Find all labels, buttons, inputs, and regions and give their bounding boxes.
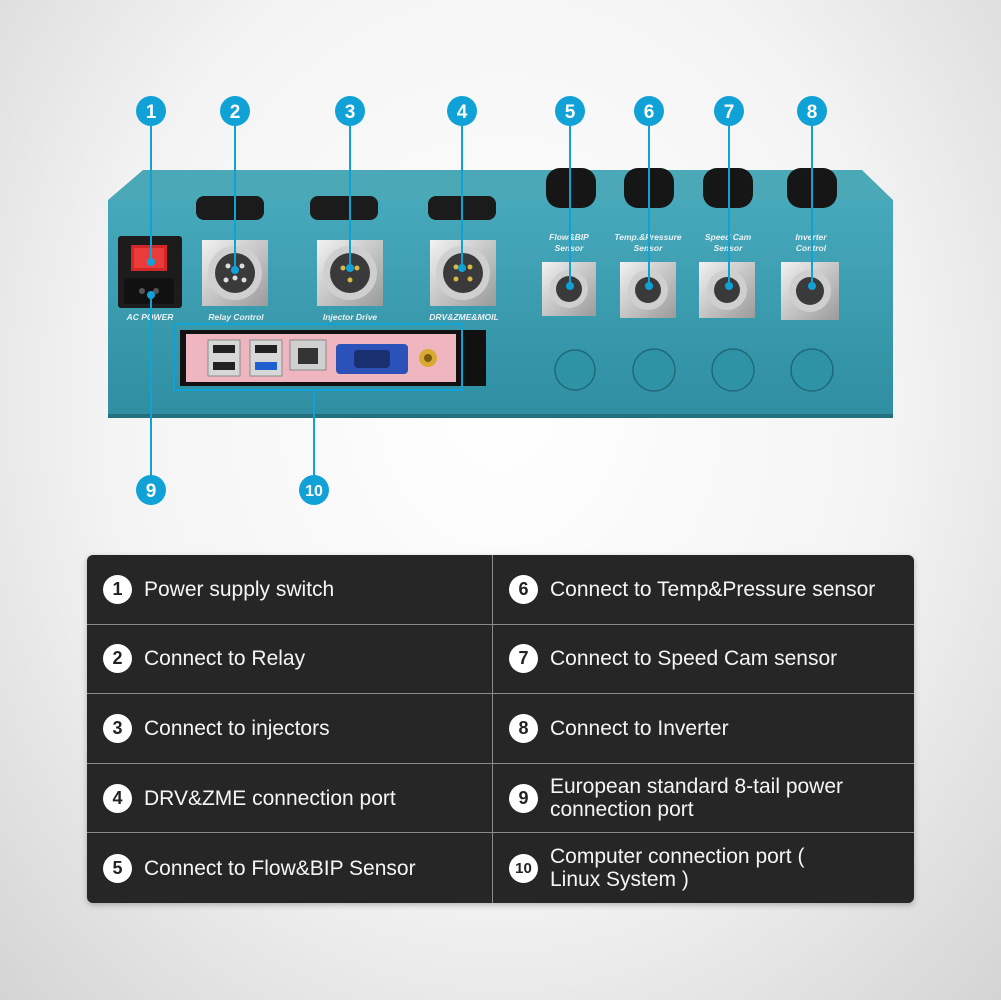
callout-dots <box>147 258 816 299</box>
blank-holes <box>554 348 834 392</box>
legend-text: Connect to Temp&Pressure sensor <box>550 577 876 601</box>
drv-connector <box>428 196 496 306</box>
legend-number-badge: 10 <box>509 853 538 883</box>
svg-text:9: 9 <box>146 481 157 502</box>
relay-label: Relay Control <box>208 312 264 322</box>
svg-text:6: 6 <box>644 102 655 123</box>
legend-number-badge: 6 <box>509 574 538 604</box>
callout-3: 3 <box>335 96 365 126</box>
svg-text:8: 8 <box>807 102 818 123</box>
callout-2: 2 <box>220 96 250 126</box>
legend-text: Computer connection port ( Linux System … <box>550 845 805 892</box>
legend-number-badge: 3 <box>103 713 132 743</box>
legend-row: 8 Connect to Inverter <box>493 694 914 764</box>
legend-table: 1 Power supply switch 6 Connect to Temp&… <box>87 555 914 903</box>
ac-power-switch <box>118 236 182 308</box>
legend-text: European standard 8-tail power connectio… <box>550 775 844 822</box>
svg-text:7: 7 <box>724 102 735 123</box>
legend-row: 1 Power supply switch <box>87 555 493 625</box>
callout-6: 6 <box>634 96 664 126</box>
callout-8: 8 <box>797 96 827 126</box>
callout-4: 4 <box>447 96 477 126</box>
device-top-face <box>108 170 893 200</box>
io-highlight-box <box>173 323 463 391</box>
legend-row: 6 Connect to Temp&Pressure sensor <box>493 555 914 625</box>
svg-text:3: 3 <box>345 102 356 123</box>
device-rear-panel: AC POWER Relay Control Injector Drive DR… <box>108 96 893 505</box>
legend-text: Power supply switch <box>144 577 335 601</box>
legend-row: 7 Connect to Speed Cam sensor <box>493 625 914 695</box>
legend-text: Connect to injectors <box>144 716 330 740</box>
legend-text: Connect to Inverter <box>550 716 729 740</box>
legend-number-badge: 9 <box>509 783 538 813</box>
callout-7: 7 <box>714 96 744 126</box>
legend-number-badge: 2 <box>103 644 132 674</box>
legend-text: Connect to Flow&BIP Sensor <box>144 856 416 880</box>
legend-row: 4 DRV&ZME connection port <box>87 763 493 834</box>
callout-lines <box>150 126 813 478</box>
legend-row: 9 European standard 8-tail power connect… <box>493 764 914 834</box>
svg-text:2: 2 <box>230 102 241 123</box>
legend-text: DRV&ZME connection port <box>144 786 396 810</box>
ac-power-label: AC POWER <box>126 312 175 322</box>
legend-number-badge: 1 <box>103 574 132 604</box>
callout-1: 1 <box>136 96 166 126</box>
svg-text:5: 5 <box>565 102 576 123</box>
legend-number-badge: 5 <box>103 853 132 883</box>
legend-number-badge: 7 <box>509 644 538 674</box>
relay-connector <box>196 196 268 306</box>
callout-5: 5 <box>555 96 585 126</box>
svg-text:1: 1 <box>146 102 157 123</box>
inverter-connector <box>781 168 839 320</box>
legend-text: Connect to Relay <box>144 647 306 671</box>
legend-row: 3 Connect to injectors <box>87 694 493 764</box>
svg-text:4: 4 <box>457 102 468 123</box>
drv-label: DRV&ZME&MOIL <box>429 312 498 322</box>
callout-10: 10 <box>299 475 329 505</box>
legend-number-badge: 8 <box>509 713 538 743</box>
legend-text: Connect to Speed Cam sensor <box>550 647 838 671</box>
legend-row: 2 Connect to Relay <box>87 624 493 695</box>
svg-text:10: 10 <box>305 483 323 500</box>
injector-label: Injector Drive <box>323 312 378 322</box>
legend-row: 10 Computer connection port ( Linux Syst… <box>493 833 914 903</box>
computer-io-board <box>180 330 486 386</box>
legend-row: 5 Connect to Flow&BIP Sensor <box>87 833 493 903</box>
callout-9: 9 <box>136 475 166 505</box>
injector-connector <box>310 196 383 306</box>
legend-number-badge: 4 <box>103 783 132 813</box>
